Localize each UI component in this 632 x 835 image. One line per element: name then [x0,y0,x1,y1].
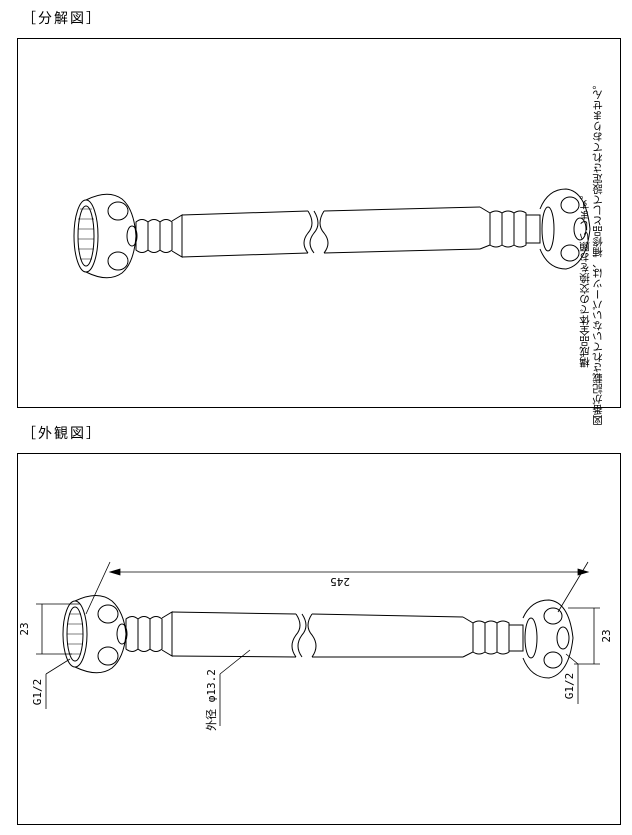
exterior-hose-drawing: 245 23 23 G1/2 G1/2 外径 φ13.2 [18,561,613,731]
dim-thread-left-text: G1/2 [31,679,44,706]
exploded-hose-drawing [73,188,591,279]
dim-length-text: 245 [330,575,350,588]
note-line-2: 構成品全体での交換をお願いします。 [579,189,591,368]
exploded-view-label: ［分解図］ [22,11,102,27]
dim-thread-right-text: G1/2 [563,673,576,700]
dim-outer-diameter-text: 外径 φ13.2 [205,669,218,731]
dim-nut-right-text: 23 [600,629,613,642]
exterior-view-panel: 245 23 23 G1/2 G1/2 外径 φ13.2 [17,453,621,825]
exterior-view-label: ［外観図］ [22,426,102,442]
exploded-view-panel: 図番が記載されていないパーツは、補修品として設定されておりません。 構成品全体で… [17,38,621,426]
dim-nut-left-text: 23 [18,622,31,635]
note-line-1: 図番が記載されていないパーツは、補修品として設定されておりません。 [592,79,604,426]
